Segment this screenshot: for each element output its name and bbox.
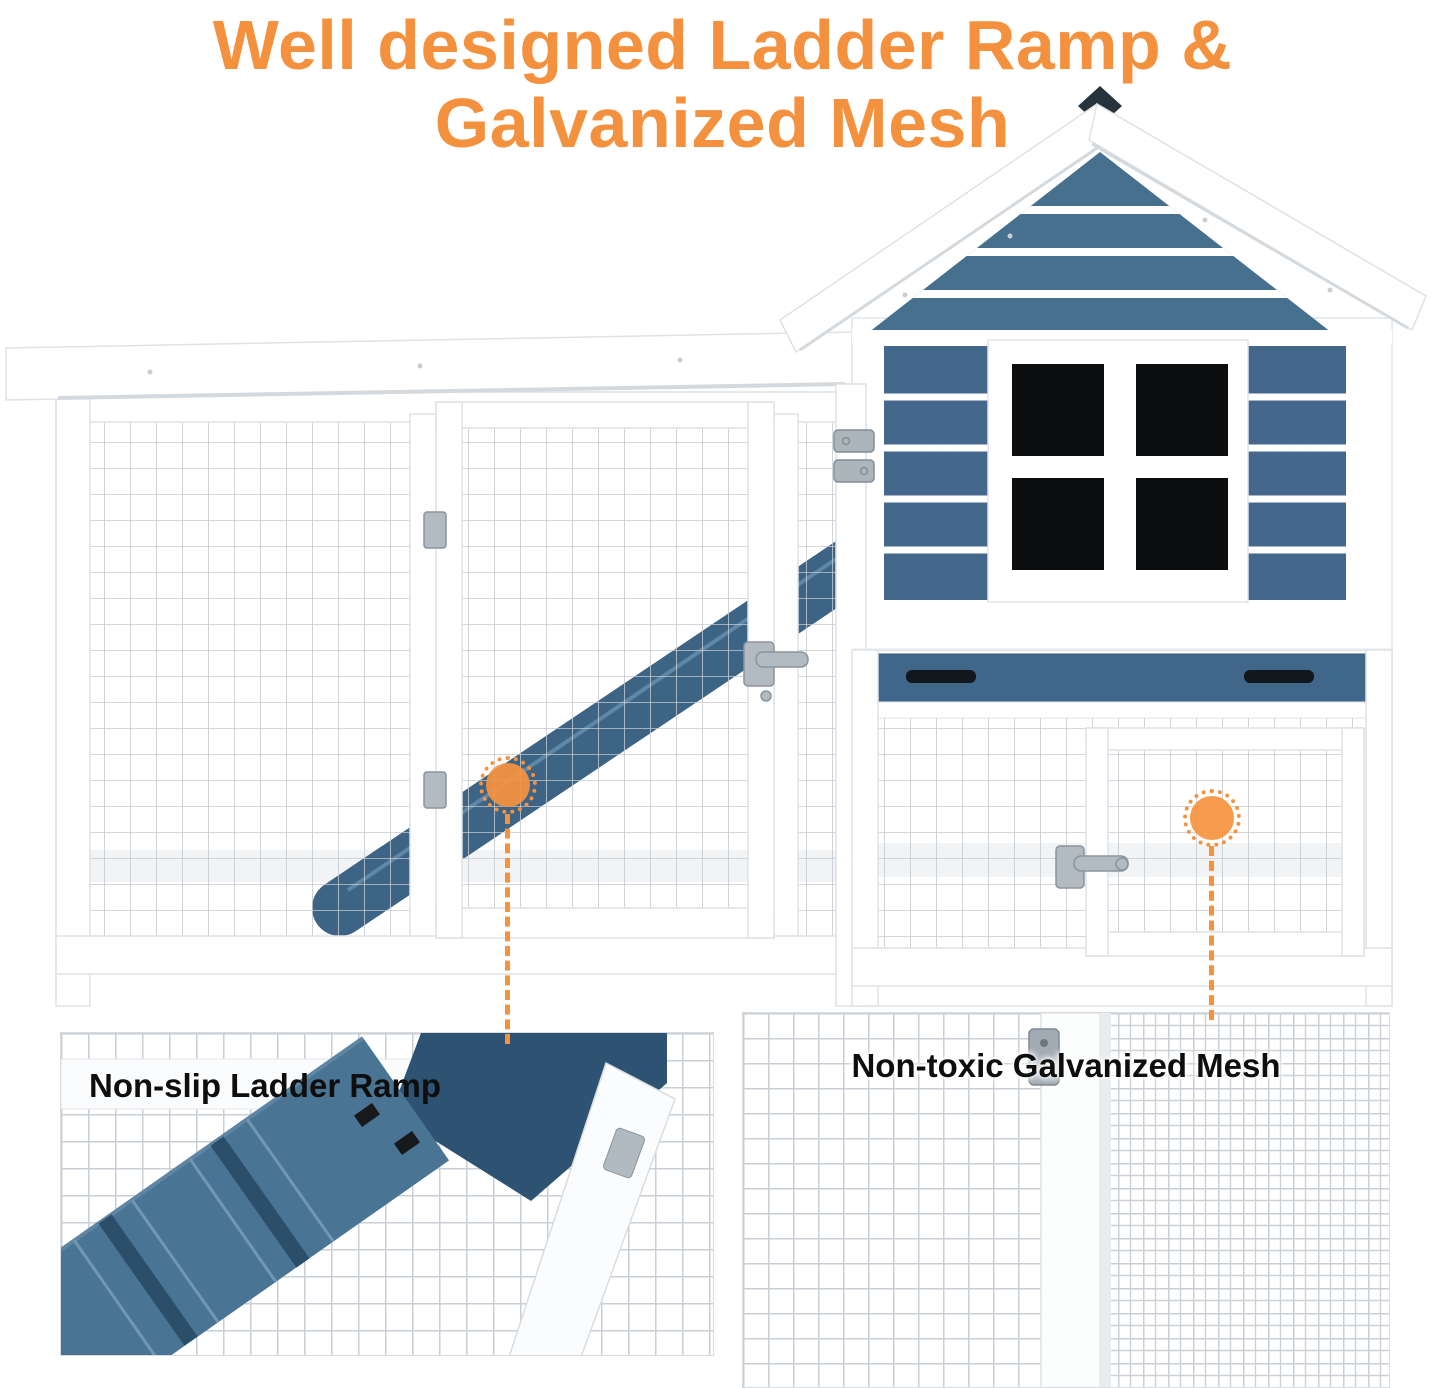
hinge-icon: [423, 511, 447, 549]
mesh-closeup-art: [1028, 1013, 1389, 1387]
latch-icon: [755, 651, 809, 668]
hinge-icon: [603, 1127, 645, 1179]
run-frame: [55, 391, 847, 1007]
house-small-door: [1085, 727, 1365, 957]
double-mesh-layer: [1079, 1013, 1389, 1387]
window: [987, 339, 1249, 603]
gable-trim: [852, 330, 1392, 344]
hinge-icon: [423, 771, 447, 809]
run-section: [5, 331, 898, 1007]
house-roof: [779, 102, 1427, 354]
hinge-icon: [833, 429, 875, 453]
callout-line-mesh: [1209, 846, 1214, 1020]
callout-marker-ramp: [479, 756, 537, 814]
small-door-latch: [1055, 845, 1129, 889]
ramp-brackets: [353, 1102, 421, 1156]
right-shutter-panel: [1240, 346, 1346, 600]
left-shutter-panel: [884, 346, 990, 600]
callout-line-ramp: [505, 814, 510, 1044]
page-title: Well designed Ladder Ramp & Galvanized M…: [0, 6, 1445, 163]
tray-handle-slot: [906, 670, 976, 683]
house-upper: [833, 339, 1346, 603]
hutch-interior-shadow: [391, 1033, 667, 1201]
inset-mesh-closeup: Non-toxic Galvanized Mesh: [742, 1012, 1390, 1388]
callout-marker-mesh: [1183, 789, 1241, 847]
house-door-hinges: [833, 429, 875, 483]
hinge-icon: [833, 459, 875, 483]
hinge-icon: [1028, 1028, 1060, 1086]
inset-ramp-closeup: Non-slip Ladder Ramp: [60, 1032, 714, 1356]
run-roof: [5, 331, 853, 401]
mesh-callout-label: Non-toxic Galvanized Mesh: [851, 1047, 1281, 1084]
title-line-2: Galvanized Mesh: [434, 84, 1011, 163]
house-lower: [851, 648, 1393, 1007]
tray-handle-slot: [1244, 670, 1314, 683]
run-door: [435, 401, 775, 939]
ramp-rungs: [98, 1136, 310, 1346]
title-line-1: Well designed Ladder Ramp &: [212, 6, 1233, 84]
run-door-hardware: [423, 511, 809, 809]
ramp-closeup-art: [61, 1033, 676, 1355]
house-section: [779, 86, 1427, 1007]
coop-illustration: [5, 86, 1427, 1007]
house-mesh-panel: [876, 718, 1372, 952]
ramp-board: [61, 1037, 450, 1355]
ramp-callout-label: Non-slip Ladder Ramp: [89, 1067, 442, 1104]
ramp-slats: [72, 1118, 335, 1355]
